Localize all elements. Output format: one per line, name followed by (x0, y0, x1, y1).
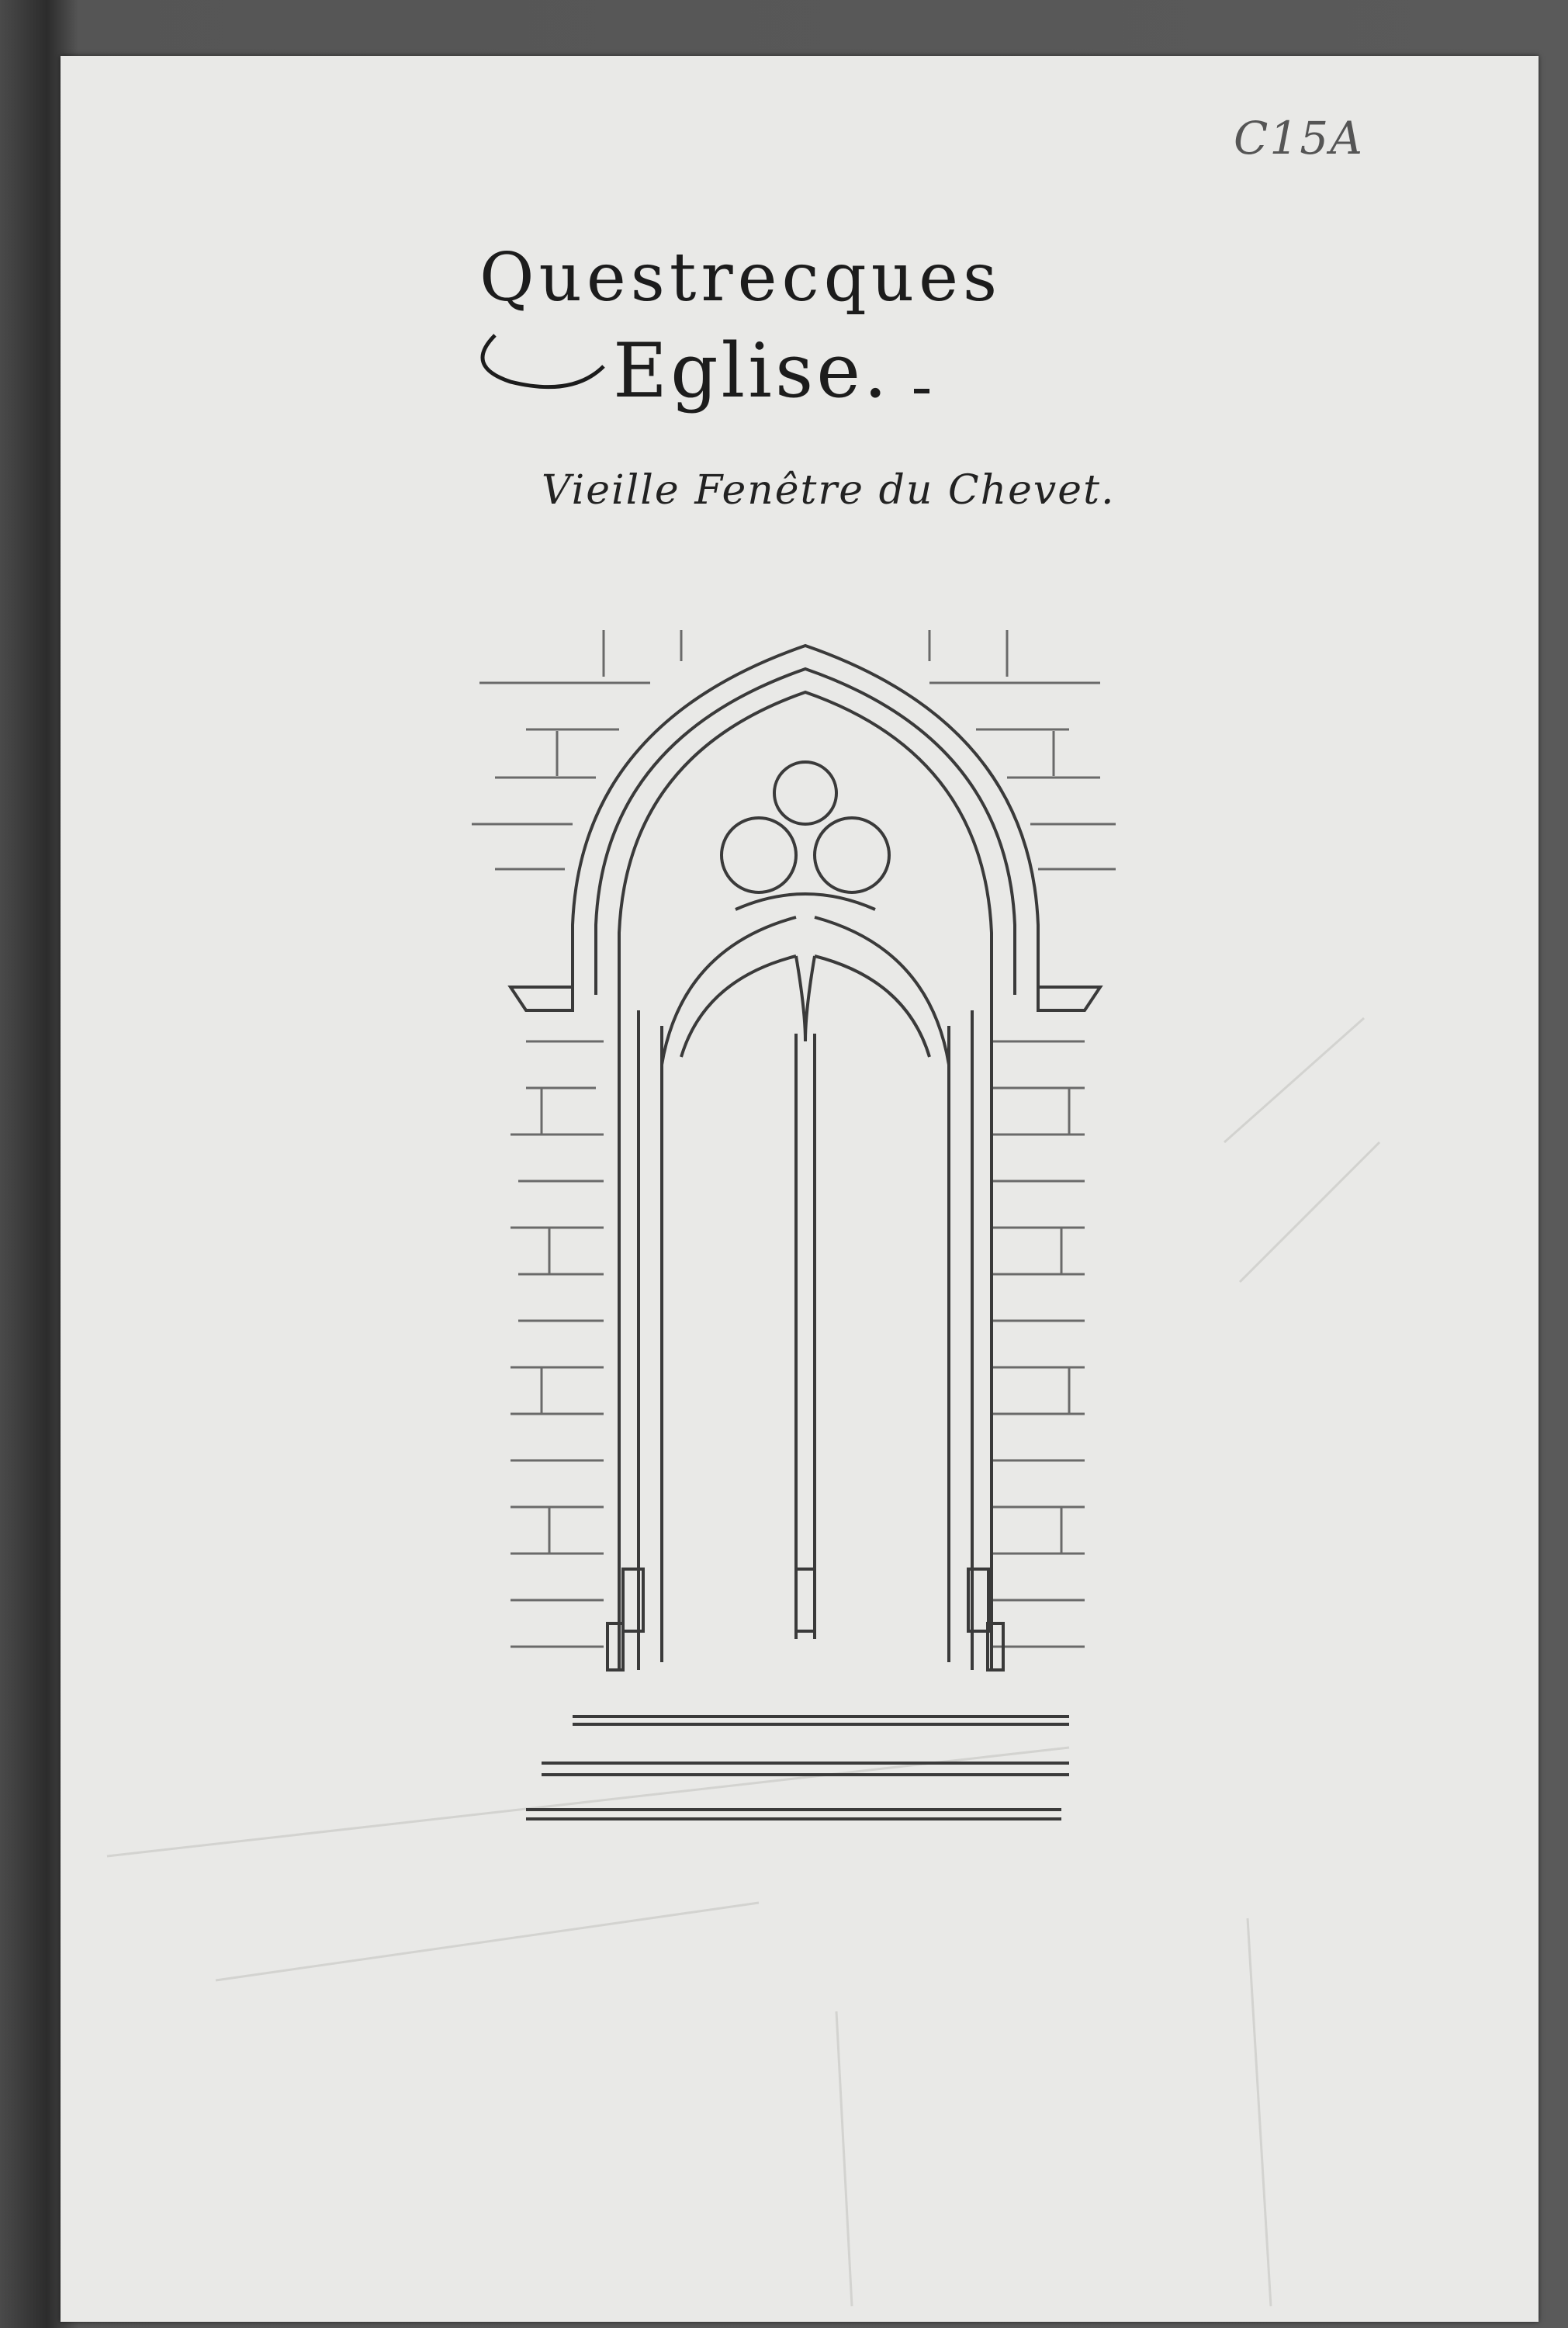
drawing-title-place: Questrecques (479, 239, 1002, 317)
drawing-sheet: C15A Questrecques Eglise. Vieille Fenêtr… (61, 56, 1539, 2322)
window-arch (507, 643, 1103, 1820)
paper-texture (106, 1017, 1381, 2307)
window-elevation-drawing (472, 334, 1116, 1820)
title-flourish (480, 334, 605, 390)
drawing-title-building: Eglise. (613, 327, 891, 414)
drawing-caption: Vieille Fenêtre du Chevet. (542, 467, 1116, 514)
masonry-courses (472, 630, 1116, 1648)
reference-code: C15A (1234, 112, 1365, 165)
